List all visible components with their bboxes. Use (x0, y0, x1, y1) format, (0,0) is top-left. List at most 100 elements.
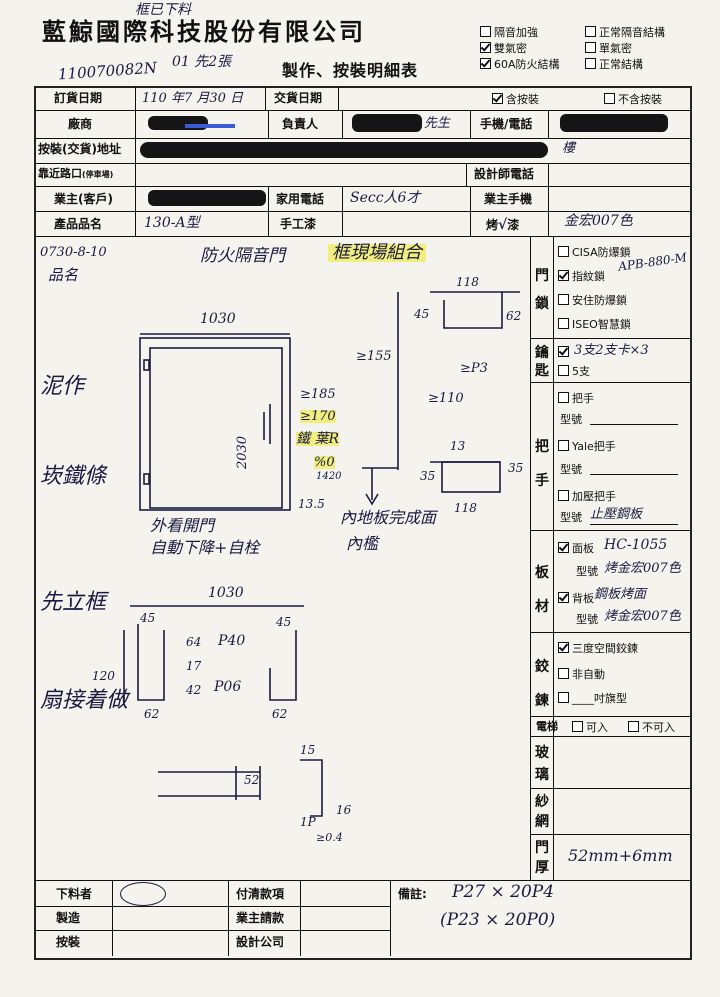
checkbox-icon (558, 490, 569, 501)
handle-option-pressure[interactable]: 加壓把手 (558, 490, 616, 502)
remark-line-2: (P23 × 20P0) (440, 910, 556, 930)
address-redacted (140, 142, 548, 158)
frame-dim-45b: 45 (276, 615, 292, 629)
sill-section (441, 461, 501, 493)
handle-model-label-1: 型號 (560, 413, 582, 426)
panel-option-face[interactable]: 面板 (558, 542, 594, 554)
section-dim-p3: ≥P3 (460, 361, 488, 376)
elevator-label: 電梯 (536, 720, 558, 733)
hinge-option-flag[interactable]: ____吋旗型 (558, 692, 627, 704)
section-dim-13: 13 (450, 439, 466, 453)
panel-back-value: 鋼板烤面 (594, 587, 647, 602)
vendor-label: 廠商 (68, 117, 93, 131)
checkbox-checked-icon (558, 642, 569, 653)
checkbox-icon (604, 93, 615, 104)
frame-dim-120: 120 (92, 669, 115, 683)
option-double-seal[interactable]: 雙氣密 (480, 42, 527, 54)
panel-face-value: HC-1055 (604, 537, 668, 553)
checkbox-icon (480, 26, 491, 37)
cutter-label: 下料者 (56, 887, 93, 901)
thickness-value: 52mm+6mm (568, 846, 673, 865)
install-excluded-option[interactable]: 不含按裝 (604, 93, 662, 105)
handle-option-basic[interactable]: 把手 (558, 392, 594, 404)
install-included-option[interactable]: 含按裝 (492, 93, 539, 105)
caption-floor-finish: 內地板完成面 (340, 508, 437, 527)
maker-label: 製造 (56, 911, 81, 925)
hinge-option-3d[interactable]: 三度空間鉸鍊 (558, 642, 638, 654)
section-dim-155: ≥155 (356, 349, 392, 364)
section-dim-45: 45 (414, 307, 430, 321)
designer-phone-label: 設計師電話 (474, 167, 535, 181)
handwritten-top-note: 框已下料 (135, 2, 191, 18)
mid-note-iron-leaf: 鐵 葉R (296, 431, 339, 447)
glass-label: 玻璃 (535, 745, 549, 783)
elevator-option-yes[interactable]: 可入 (572, 721, 608, 733)
lock-option-anzhu[interactable]: 安住防爆鎖 (558, 294, 627, 306)
phone-label: 手機/電話 (480, 117, 533, 131)
door-inner (149, 347, 283, 509)
key-option-5[interactable]: 5支 (558, 365, 590, 377)
handwritten-sub-note: 01 先2張 (172, 54, 232, 70)
dim-13-5: 13.5 (298, 497, 325, 511)
checkbox-checked-icon (480, 42, 491, 53)
panel-model-label-1: 型號 (576, 565, 598, 578)
remark-line-1: P27 × 20P4 (452, 882, 555, 902)
screen-label: 紗網 (535, 794, 549, 830)
option-soundproof-plus[interactable]: 隔音加強 (480, 26, 538, 38)
handle-model-value: 止壓鋼板 (590, 507, 643, 522)
checkbox-checked-icon (558, 542, 569, 553)
lock-option-fingerprint[interactable]: 指紋鎖 (558, 270, 605, 282)
small-dim-16: 16 (336, 803, 352, 817)
section-dim-62: 62 (506, 309, 522, 323)
checkbox-icon (572, 721, 583, 732)
key-label: 鑰匙 (535, 345, 549, 379)
option-fireproof[interactable]: 60A防火結構 (480, 58, 560, 70)
sketch-left-note-1: 泥作 (40, 374, 85, 399)
cutter-signature-icon (120, 882, 166, 906)
lock-option-iseo[interactable]: ISEO智慧鎖 (558, 318, 631, 330)
option-soundproof-normal[interactable]: 正常隔音結構 (585, 26, 665, 38)
small-dim-04: ≥0.4 (316, 831, 343, 844)
frame-dim-p40: P40 (218, 633, 246, 649)
installer-label: 按裝 (56, 935, 81, 949)
mid-note-1420: 1420 (316, 471, 342, 482)
door-width-label: 1030 (200, 311, 236, 327)
home-phone-value: Secc人6才 (350, 190, 421, 206)
frame-width-label: 1030 (208, 585, 244, 601)
key-option-3[interactable] (558, 346, 572, 358)
handle-option-yale[interactable]: Yale把手 (558, 440, 616, 452)
frame-dim-62b: 62 (272, 707, 288, 721)
owner-request-label: 業主請款 (236, 911, 285, 925)
sketch-left-note-2: 崁鐵條 (40, 464, 107, 489)
sketch-left-note-4: 扇接着做 (40, 688, 129, 713)
panel-option-back[interactable]: 背板 (558, 592, 594, 604)
section-dim-35b: 35 (508, 461, 524, 475)
option-normal-structure[interactable]: 正常結構 (585, 58, 643, 70)
option-single-seal[interactable]: 單氣密 (585, 42, 632, 54)
checkbox-icon (628, 721, 639, 732)
caption-inner-sill: 內檻 (346, 534, 379, 553)
checkbox-icon (585, 42, 596, 53)
paint-value: 金宏007色 (564, 213, 633, 229)
hinge-option-manual[interactable]: 非自動 (558, 668, 605, 680)
lock-option-cisa[interactable]: CISA防爆鎖 (558, 246, 631, 258)
order-date-value: 110 年7 月30 日 (142, 91, 244, 106)
address-label: 按裝(交貨)地址 (38, 142, 121, 156)
checkbox-icon (558, 246, 569, 257)
hinge-label: 鉸鍊 (535, 659, 549, 709)
delivery-date-label: 交貨日期 (274, 91, 323, 105)
panel-face-model: 烤金宏007色 (604, 561, 681, 576)
checkbox-icon (558, 318, 569, 329)
elevator-option-no[interactable]: 不可入 (628, 721, 675, 733)
mid-note-percent: %0 (314, 455, 335, 470)
order-date-label: 訂貨日期 (54, 91, 103, 105)
owner-mobile-label: 業主手機 (484, 192, 533, 206)
lock-label: 門鎖 (535, 268, 549, 312)
handle-model-label-2: 型號 (560, 463, 582, 476)
checkbox-icon (558, 392, 569, 403)
section-dim-35a: 35 (420, 469, 436, 483)
sketch-product-note: 品名 (48, 266, 79, 284)
frame-dim-64: 64 (186, 635, 202, 649)
frame-dim-62a: 62 (144, 707, 160, 721)
